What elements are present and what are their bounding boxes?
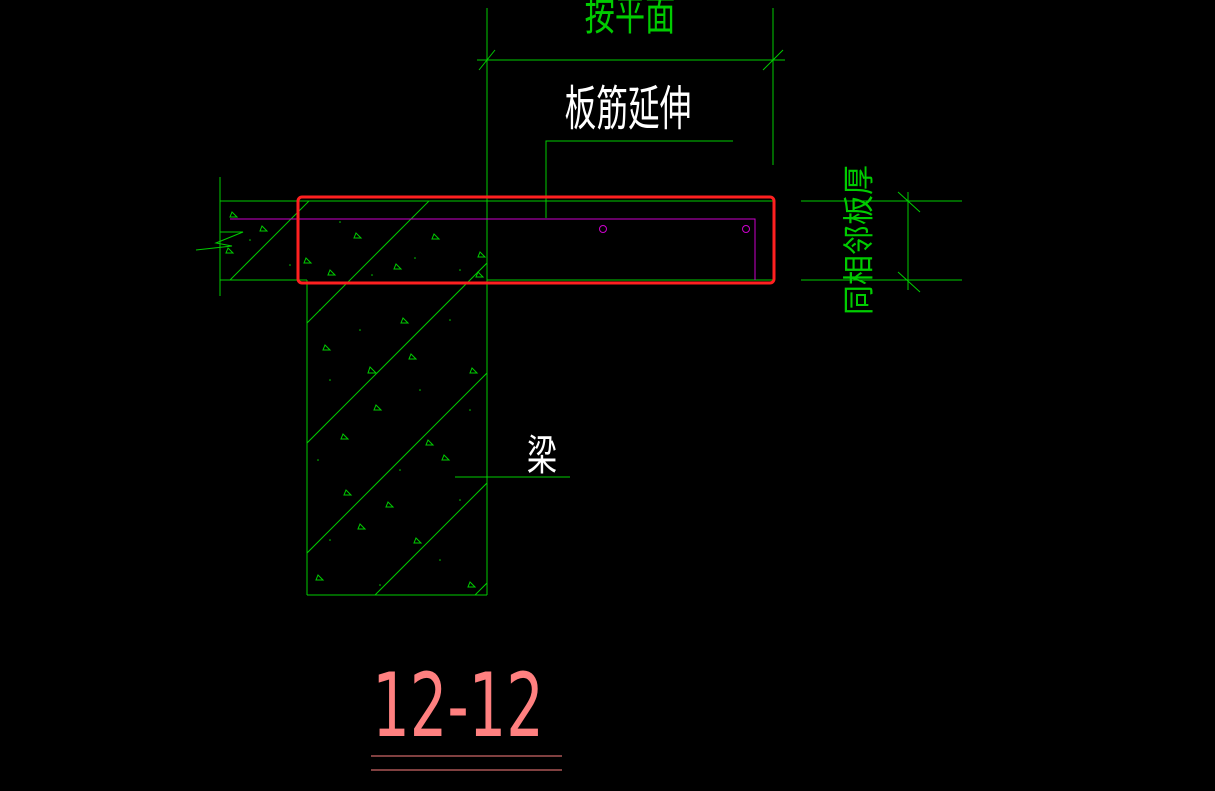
beam-outline bbox=[306, 150, 488, 596]
highlight-box bbox=[296, 195, 776, 285]
beam-label: 梁 bbox=[527, 431, 557, 480]
aggregate-dots bbox=[249, 221, 471, 586]
section-title: 12-12 bbox=[372, 654, 544, 758]
concrete-hatch bbox=[220, 201, 487, 595]
cantilever-slab-outline bbox=[487, 200, 773, 281]
slab-rebar bbox=[230, 218, 756, 280]
top-dimension bbox=[477, 8, 785, 165]
section-title-underline bbox=[371, 755, 562, 771]
slab-thickness-dimension bbox=[801, 191, 962, 293]
rebar-extension-leader bbox=[545, 140, 733, 218]
rebar-extension-label: 板筋延伸 bbox=[565, 80, 692, 137]
aggregate-marks bbox=[225, 211, 487, 588]
slab-thickness-label: 同相邻板厚 bbox=[841, 165, 878, 315]
slab-outline bbox=[195, 177, 487, 296]
top-dimension-label: 按平面 bbox=[585, 0, 676, 40]
